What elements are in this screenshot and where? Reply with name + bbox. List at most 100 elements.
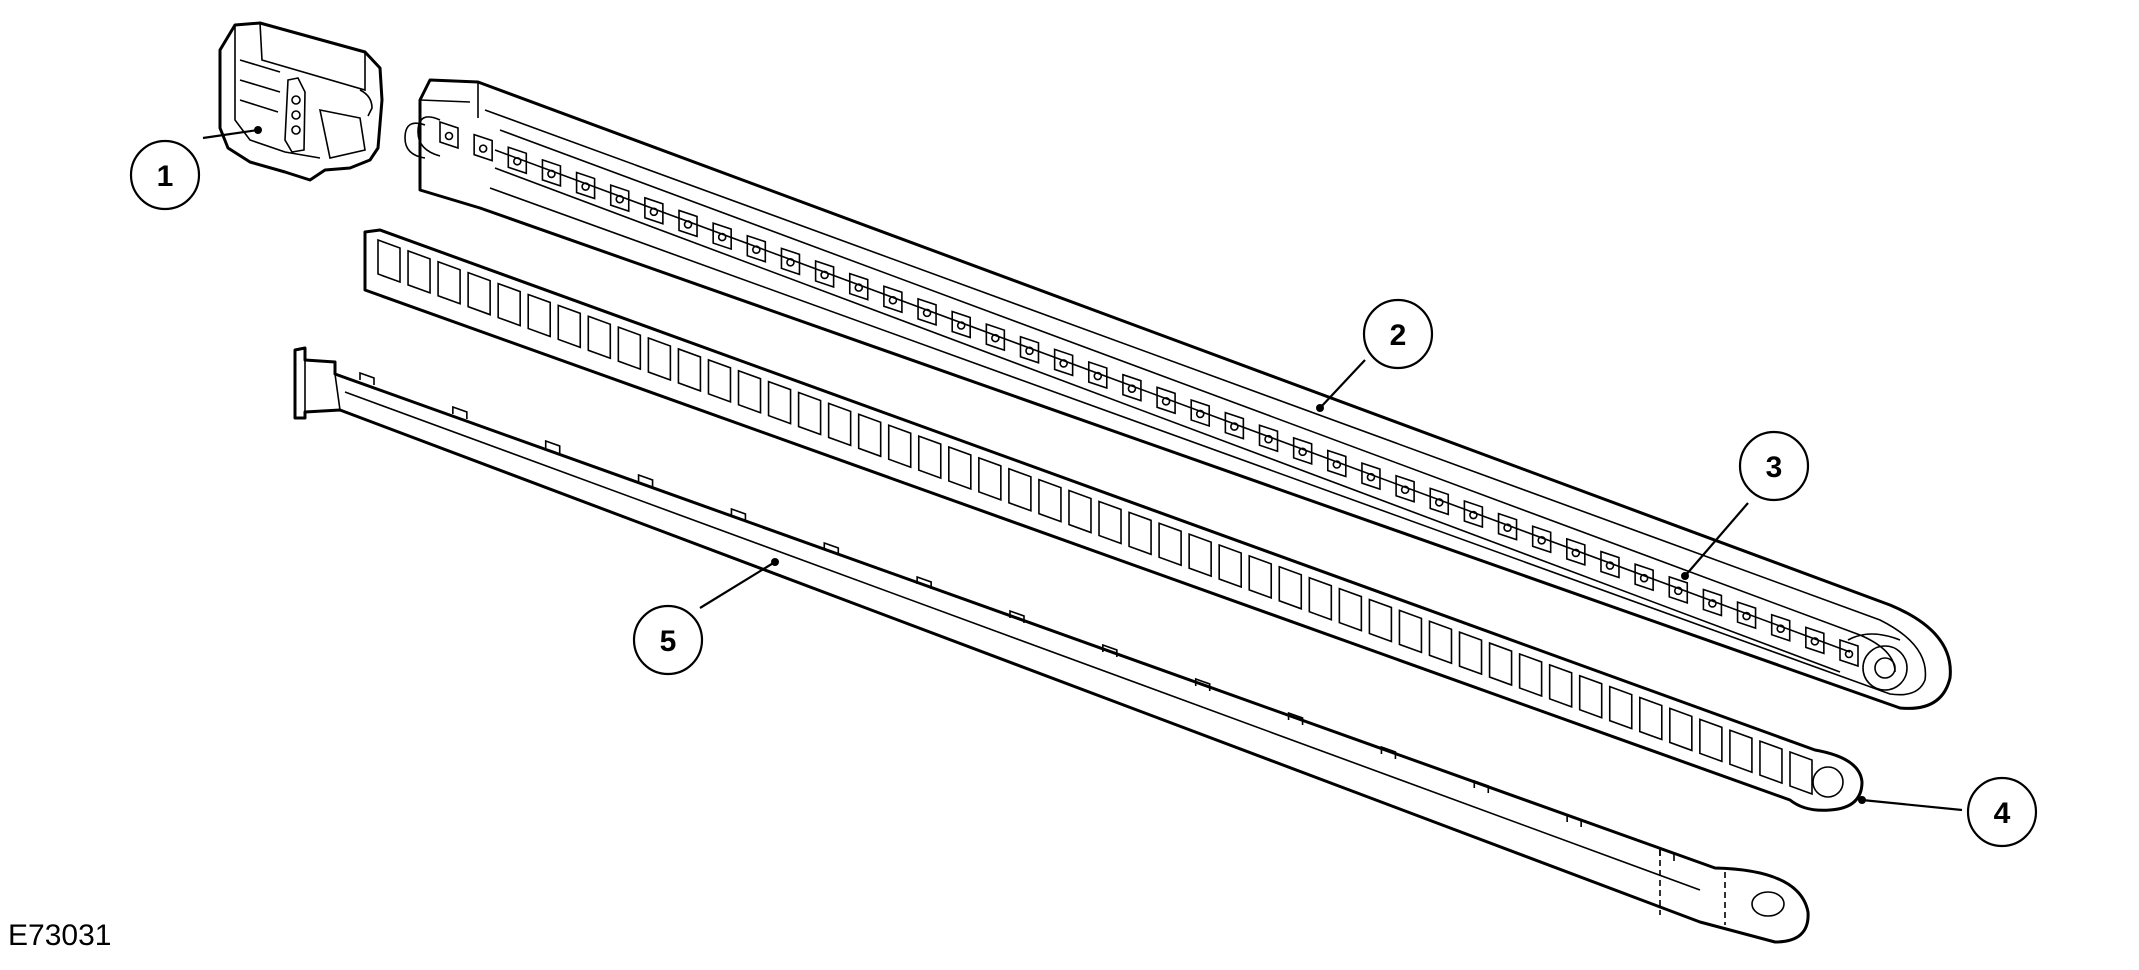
contact-pad <box>1224 411 1245 440</box>
contact-rivet <box>1605 561 1615 570</box>
callout-1: 1 <box>129 126 262 211</box>
contact-pad <box>473 133 493 162</box>
spacer-window <box>1759 739 1783 785</box>
callout-label-3: 3 <box>1766 451 1783 484</box>
spacer-window <box>1638 696 1663 741</box>
contact-rivet <box>1742 611 1751 621</box>
spacer-window <box>1308 576 1333 621</box>
contact-pad <box>1463 499 1484 529</box>
contact-pad <box>1019 335 1040 364</box>
spacer-window <box>377 238 401 284</box>
contact-rivet <box>752 245 761 255</box>
callout-3: 3 <box>1681 430 1810 580</box>
base-notch <box>1566 813 1582 827</box>
contact-rivet <box>1639 573 1649 583</box>
contact-pad <box>1702 588 1723 617</box>
contact-pad <box>678 209 698 238</box>
contact-pad <box>712 221 732 251</box>
contact-rivet <box>1571 548 1581 558</box>
contact-rivet <box>1298 447 1307 457</box>
contact-pad <box>644 196 664 225</box>
contact-pad <box>1395 474 1415 503</box>
contact-rivet <box>1127 384 1137 393</box>
callout-label-4: 4 <box>1994 797 2011 830</box>
spacer-window <box>1518 652 1543 698</box>
base-notch <box>637 473 654 487</box>
contact-pad <box>575 171 596 200</box>
contact-rivet <box>1264 434 1273 444</box>
contact-rivet <box>444 131 454 141</box>
contact-pad <box>1258 424 1279 453</box>
spacer-window <box>707 358 732 403</box>
spacer-window <box>1158 522 1182 567</box>
contact-pad <box>1736 600 1757 630</box>
spacer-window <box>1428 620 1453 665</box>
contact-pad <box>439 120 459 150</box>
contact-rivet <box>888 295 898 305</box>
spacer-window <box>587 315 612 360</box>
contact-pad <box>1429 487 1450 516</box>
contact-pad <box>609 184 630 213</box>
contact-rivet <box>854 283 864 292</box>
base-notch <box>1473 779 1490 793</box>
contact-rivet <box>1059 359 1068 368</box>
contact-rivet <box>1025 346 1034 356</box>
contact-pad <box>1805 626 1825 655</box>
contact-pad <box>1668 575 1689 604</box>
spacer-window <box>737 369 762 414</box>
contact-pad <box>746 234 767 263</box>
contact-rivet <box>956 321 966 330</box>
spacer-window <box>767 380 792 425</box>
contact-rivet <box>1776 624 1786 634</box>
spacer-window <box>827 402 852 447</box>
contact-pad <box>1566 537 1586 567</box>
spacer-window <box>1669 707 1693 752</box>
spacer-window <box>1038 478 1062 523</box>
contact-rivet <box>922 308 932 318</box>
contact-pad <box>780 247 801 276</box>
contact-rivet <box>1537 535 1546 545</box>
contact-pad <box>507 146 528 175</box>
contact-pad <box>1190 398 1211 428</box>
contact-pad <box>1156 386 1176 415</box>
contact-rivet <box>820 270 829 280</box>
base-notch <box>1659 847 1675 861</box>
spacer-window <box>1188 532 1212 578</box>
spacer-window <box>1789 750 1813 796</box>
contact-pad <box>1839 638 1859 668</box>
spacer-window <box>1098 500 1122 545</box>
spacer-window <box>887 424 912 469</box>
contact-pad <box>917 297 937 326</box>
base-conductor-strip <box>293 346 1810 944</box>
contact-rivet <box>786 258 795 267</box>
spacer-window <box>1218 543 1242 589</box>
inner-contact-track <box>404 116 1908 691</box>
contact-pad <box>1497 512 1518 541</box>
contact-pad <box>1531 525 1552 554</box>
contact-rivet <box>1230 422 1239 431</box>
spacer-windows <box>377 238 1813 796</box>
base-notch <box>1380 745 1397 759</box>
spacer-window <box>497 282 521 327</box>
perforated-spacer-strip <box>363 228 1864 812</box>
contact-pad <box>1361 462 1381 491</box>
spacer-window <box>1608 685 1633 730</box>
base-notch <box>1102 643 1118 657</box>
spacer-window <box>1578 674 1603 719</box>
contact-pad <box>848 272 869 301</box>
contact-rivet <box>478 144 488 153</box>
spacer-window <box>1398 609 1423 654</box>
base-notch <box>916 575 932 589</box>
connector-housing <box>218 21 384 182</box>
base-notch <box>544 439 561 453</box>
spacer-window <box>647 336 672 382</box>
contact-pad <box>814 259 835 289</box>
spacer-window <box>407 249 431 295</box>
contact-rivet <box>1673 586 1683 596</box>
figure-id: E73031 <box>8 919 112 952</box>
contact-rivet <box>615 194 625 204</box>
contact-rivet <box>1195 409 1205 419</box>
spacer-window <box>1248 554 1273 600</box>
spacer-window <box>1699 718 1723 763</box>
contact-pad <box>1634 563 1654 592</box>
